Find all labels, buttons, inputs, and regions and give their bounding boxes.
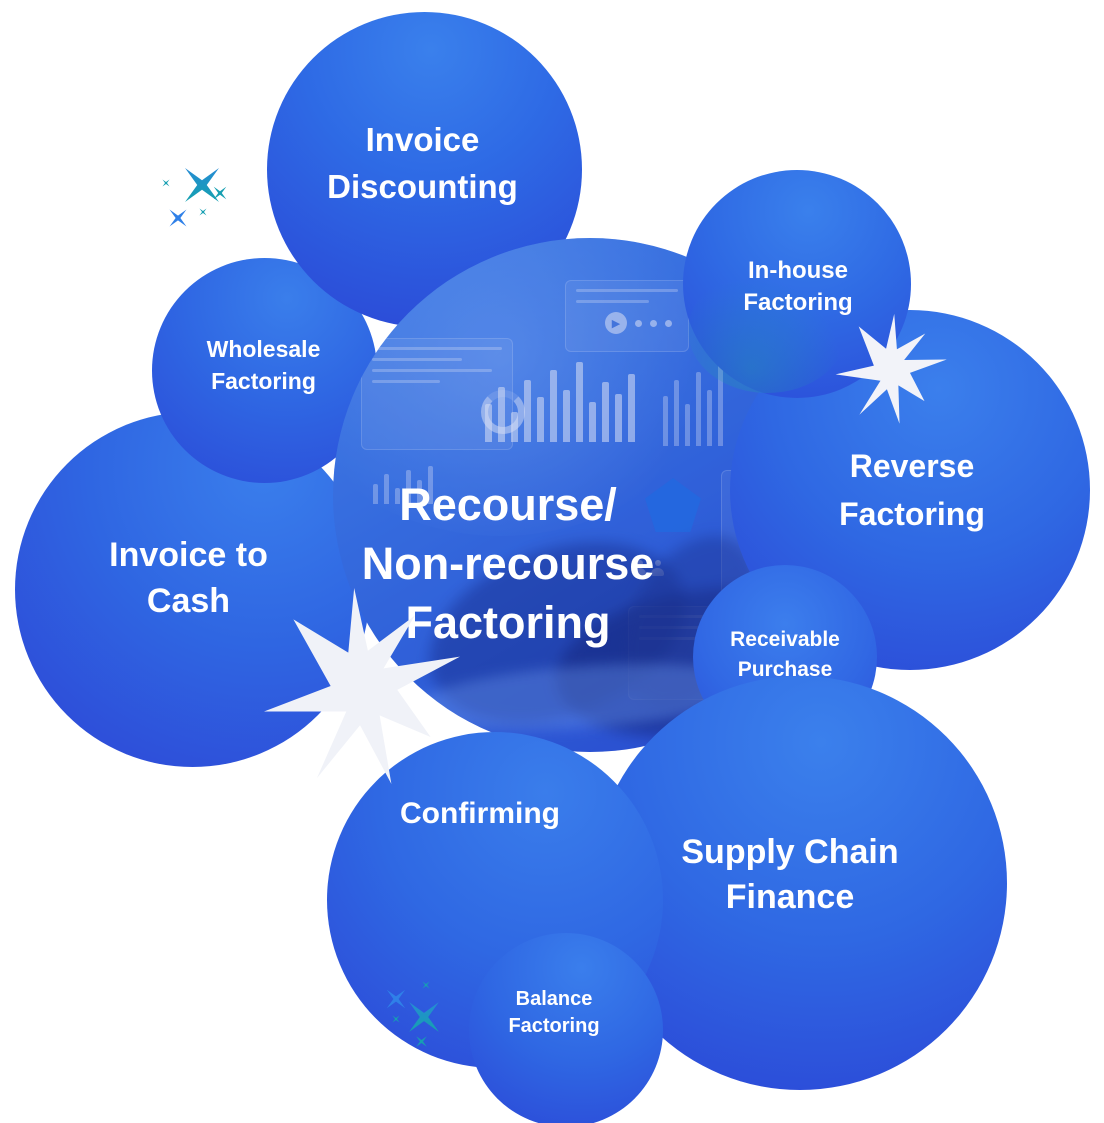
sparkle-star-icon [159, 176, 173, 190]
bubble-balance-factoring-label: Balance Factoring [508, 988, 600, 1037]
bubble-balance-factoring: Balance Factoring [469, 933, 663, 1123]
media-controls-icon: ▶ [605, 312, 672, 334]
bubble-confirming-label: Confirming [400, 796, 560, 830]
bubble-in-house-factoring-label: In-house Factoring [743, 256, 853, 316]
bar-chart-graphic [663, 338, 723, 446]
photo-ui-panel [565, 280, 689, 352]
bubble-invoice-to-cash-label: Invoice to Cash [109, 535, 268, 620]
bar-chart-graphic [373, 456, 433, 504]
starburst-icon [835, 313, 947, 424]
donut-chart-icon [481, 390, 525, 434]
sparkle-star-icon [196, 205, 210, 219]
bubble-invoice-discounting-label: Invoice Discounting [327, 120, 518, 205]
bubble-wholesale-factoring-label: Wholesale Factoring [206, 336, 321, 394]
center-title: Recourse/ Non-recourse Factoring [361, 478, 655, 649]
bubble-supply-chain-finance-label: Supply Chain Finance [681, 833, 899, 916]
bubble-receivable-purchase-label: Receivable Purchase [730, 627, 840, 681]
sparkle-star-icon [161, 201, 195, 235]
play-icon: ▶ [605, 312, 627, 334]
sparkle-star-icon [168, 151, 236, 219]
bubble-reverse-factoring-label: Reverse Factoring [839, 448, 985, 532]
starburst-icon [264, 588, 460, 784]
